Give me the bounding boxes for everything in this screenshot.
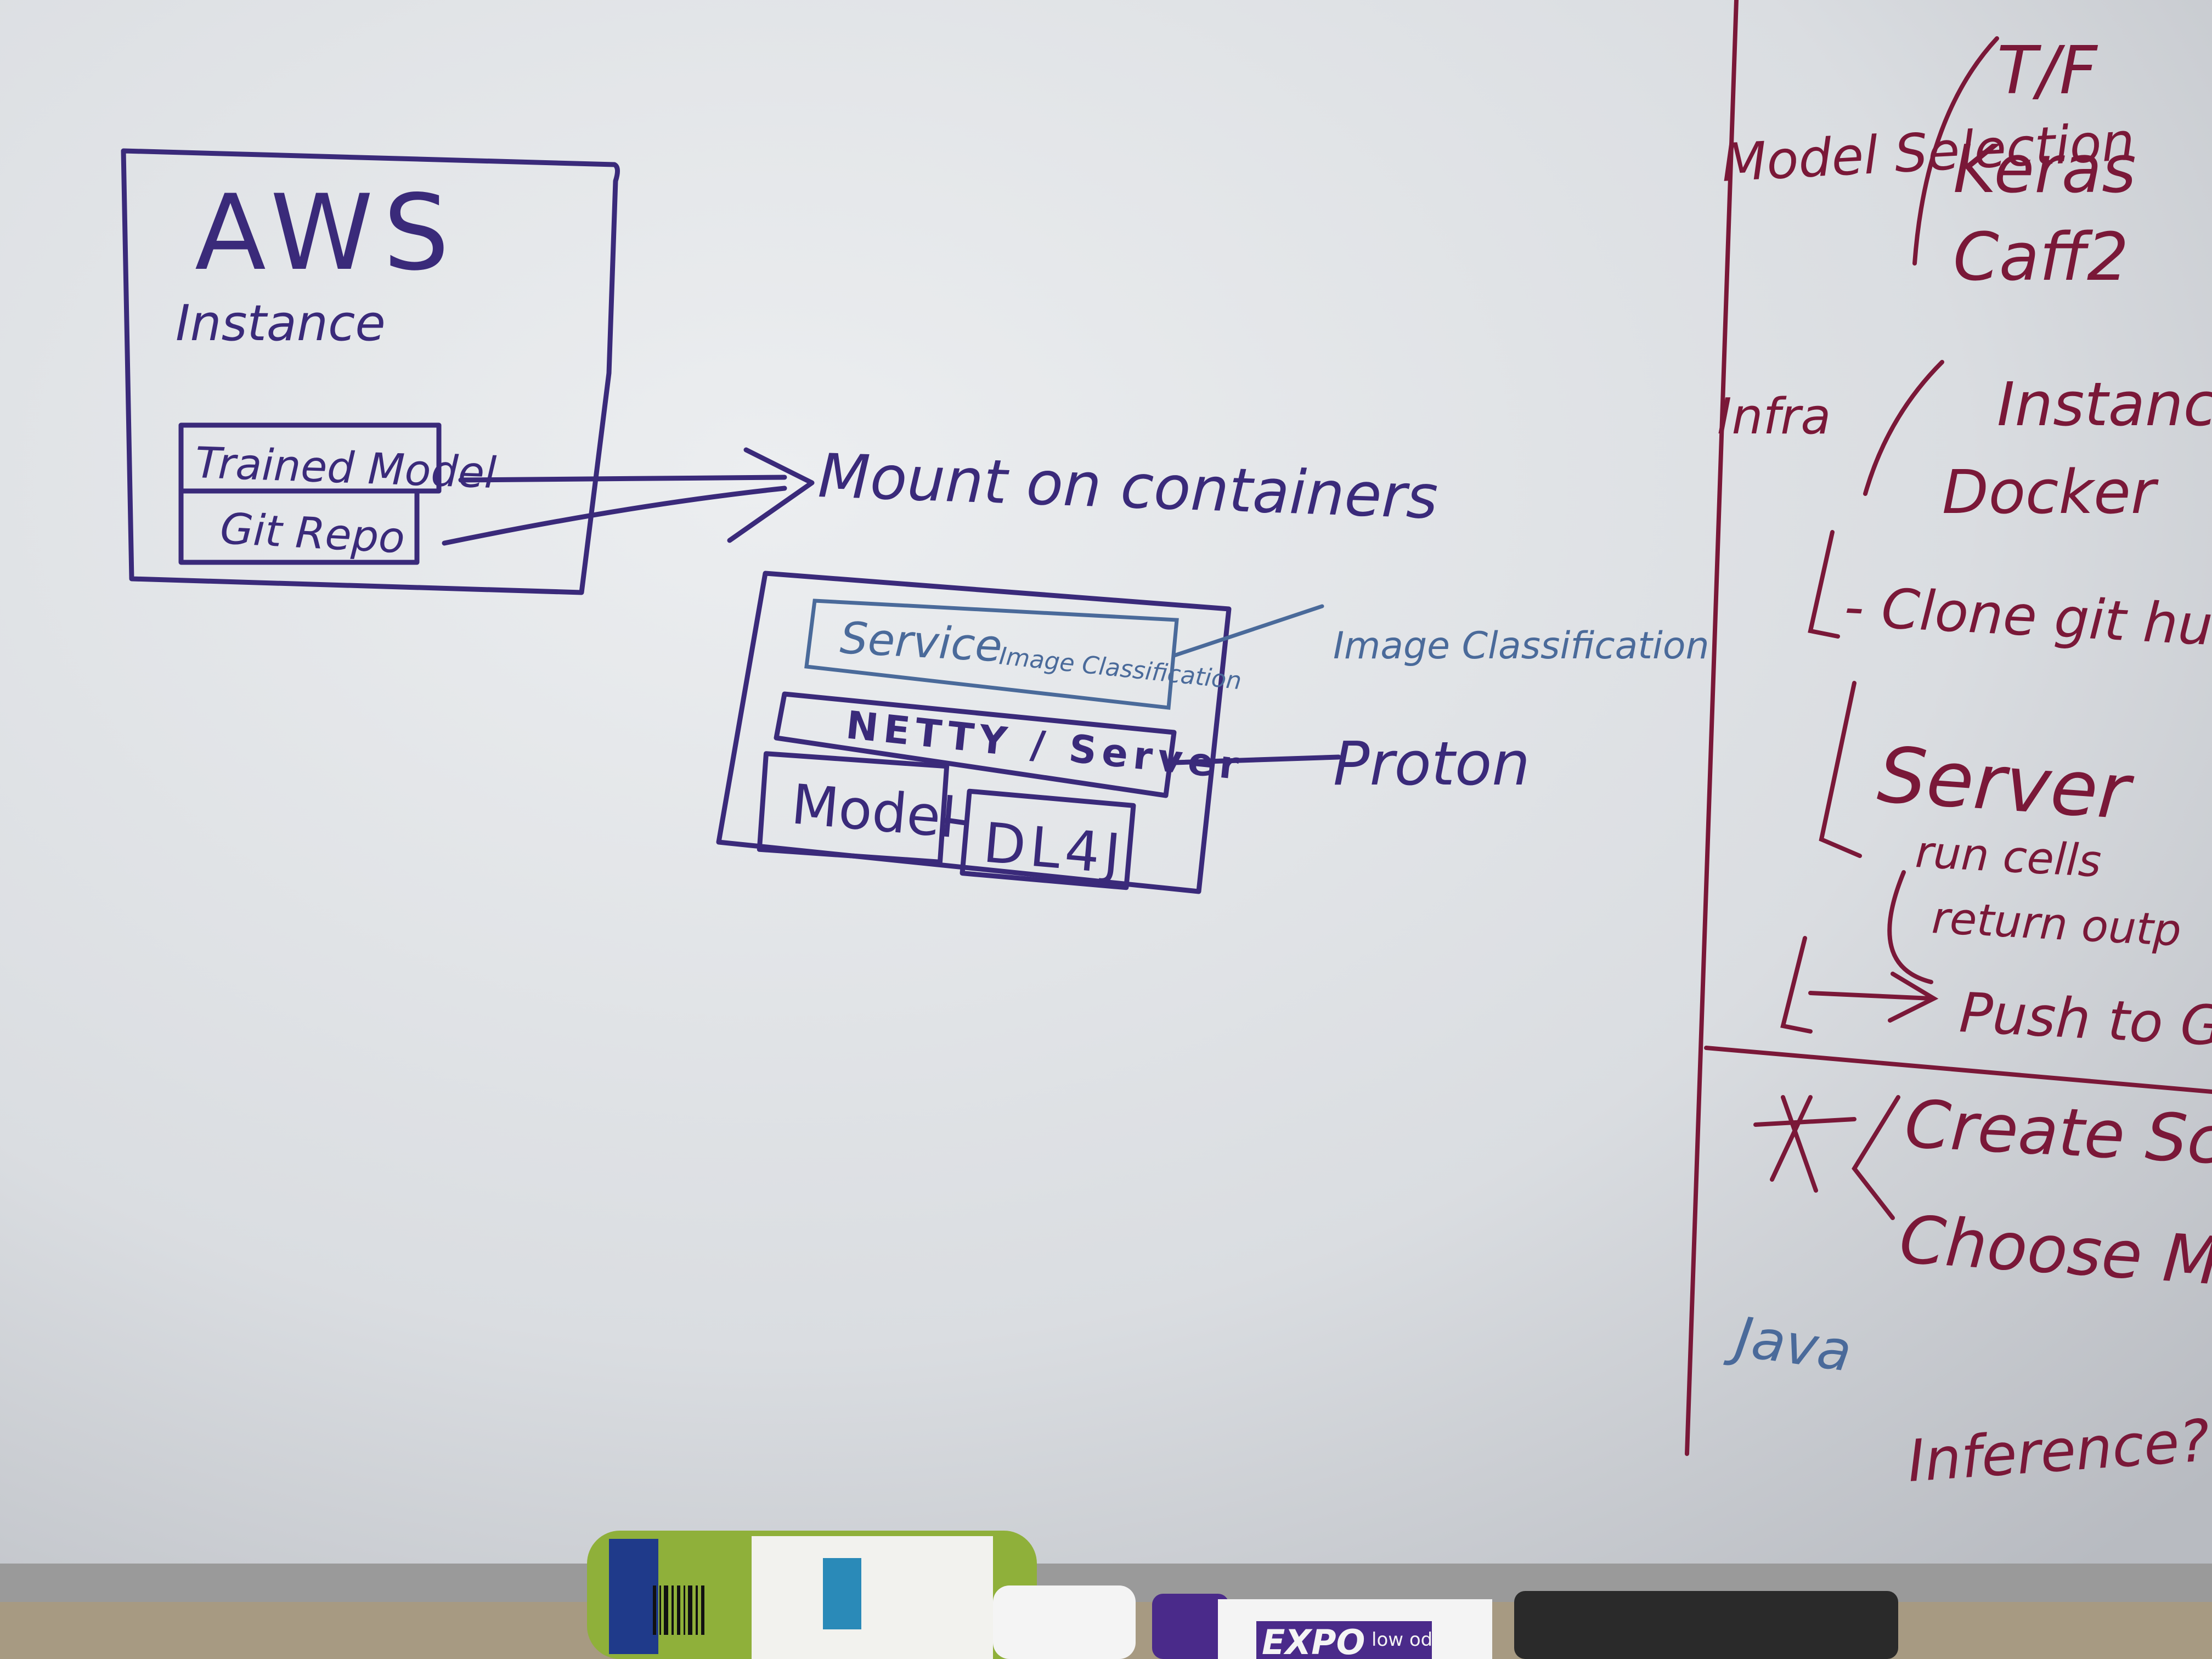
container-box — [716, 571, 1232, 894]
aws-instance-box — [121, 148, 620, 595]
clone-brace — [1808, 530, 1840, 639]
model-to-dl4j-link — [944, 817, 968, 826]
model-option-tf: T/F — [1997, 33, 2098, 109]
expo-marker: EXPO low odor — [1152, 1594, 1492, 1659]
proton-label: Proton — [1333, 729, 1530, 799]
arrow-git-to-mount — [442, 486, 787, 546]
section-rule — [1704, 1046, 2212, 1094]
cleaner-bottle — [587, 1531, 1136, 1659]
model-option-caff2: Caff2 — [1953, 219, 2129, 296]
server-brace — [1819, 681, 1862, 858]
line-to-proton — [1171, 754, 1341, 765]
trained-model-label: Trained Model — [194, 438, 497, 498]
create-note: Create Sc — [1903, 1086, 2212, 1179]
infra-brace — [1863, 360, 1944, 496]
dl4j-box — [960, 788, 1136, 890]
star-mark — [1753, 1095, 1857, 1193]
push-to-note: Push to Gi — [1958, 980, 2212, 1059]
run-return-curve — [1887, 870, 1933, 984]
service-box — [804, 599, 1179, 710]
push-bracket — [1780, 936, 1813, 1034]
model-option-keras: Keras — [1953, 132, 2136, 208]
aws-subtitle: Instance — [176, 295, 386, 352]
aws-title: AWS — [195, 172, 459, 294]
create-choose-brace — [1852, 1095, 1900, 1220]
git-repo-box — [178, 488, 420, 565]
expo-tag: low odor — [1372, 1629, 1452, 1651]
service-label: Service — [839, 612, 1003, 672]
infra-option-instance: Instance — [1997, 369, 2212, 439]
service-to-note-line — [1172, 604, 1324, 658]
netty-server-box — [774, 691, 1177, 798]
image-class-note: Image Classification — [1333, 624, 1709, 668]
arrow-trained-to-mount — [458, 475, 787, 483]
model-box — [757, 751, 950, 865]
expo-brand: EXPO — [1262, 1622, 1365, 1659]
infra-option-docker: Docker — [1942, 457, 2159, 527]
git-repo-label: Git Repo — [219, 504, 406, 563]
infra-label: Infra — [1717, 388, 1831, 445]
push-arrow — [1808, 972, 1939, 1023]
run-cells-note: run cells — [1914, 826, 2102, 887]
eraser — [1514, 1591, 1898, 1659]
dl4j-label: DL4J — [981, 810, 1127, 887]
model-label: Model — [789, 772, 958, 850]
server-note: Server — [1875, 730, 2137, 837]
right-column-divider — [1685, 0, 1739, 1456]
model-selection-brace — [1912, 36, 1999, 266]
mount-arrowhead — [727, 447, 815, 543]
